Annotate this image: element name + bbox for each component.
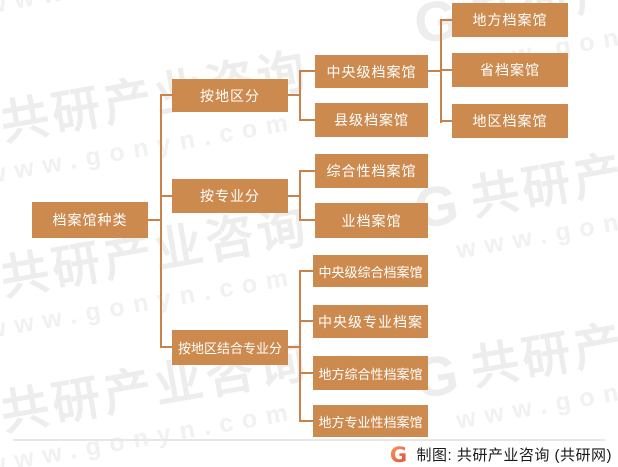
connector-line: [299, 170, 315, 172]
connector-line: [288, 94, 300, 96]
node-county-level-archives: 县级档案馆: [315, 103, 428, 137]
connector-line: [299, 320, 313, 322]
connector-line: [148, 219, 161, 221]
watermark-url-text: www.gonyn.com: [454, 352, 618, 435]
connector-line: [440, 69, 452, 71]
node-by-region: 按地区分: [172, 79, 288, 112]
connector-line: [299, 70, 301, 121]
connector-line: [299, 119, 315, 121]
connector-line: [299, 372, 313, 374]
connector-line: [160, 346, 172, 348]
connector-line: [299, 420, 313, 422]
node-central-professional-archives: 中央级专业档案: [313, 305, 428, 338]
watermark-url-text: www.gonyn.com: [0, 397, 299, 467]
connector-line: [288, 195, 300, 197]
connector-line: [160, 195, 172, 197]
watermark-url-text: www.gonyn.com: [454, 182, 618, 265]
gonyn-logo-icon: G: [389, 442, 408, 467]
connector-line: [299, 270, 313, 272]
node-archive-types-root: 档案馆种类: [32, 202, 148, 238]
node-central-comprehensive-archives: 中央级综合档案馆: [313, 255, 428, 287]
node-local-archives: 地方档案馆: [452, 3, 568, 37]
connector-line: [440, 19, 452, 21]
connector-line: [440, 120, 452, 122]
connector-line: [288, 346, 300, 348]
node-by-region-and-specialty: 按地区结合专业分: [172, 330, 288, 365]
connector-line: [299, 70, 315, 72]
connector-line: [428, 70, 442, 72]
node-professional-archives: 业档案馆: [315, 203, 428, 238]
node-by-specialty: 按专业分: [172, 179, 288, 213]
watermark-brand-text: 共研产业咨询: [466, 289, 618, 396]
connector-line: [299, 219, 315, 221]
connector-line: [299, 170, 301, 221]
connector-line: [299, 270, 301, 422]
footer-credit-text: 制图: 共研产业咨询 (共研网): [416, 447, 612, 464]
node-regional-archives: 地区档案馆: [452, 104, 568, 138]
node-local-professional-archives: 地方专业性档案馆: [313, 405, 428, 437]
node-central-level-archives: 中央级档案馆: [315, 55, 428, 88]
node-local-comprehensive-archives: 地方综合性档案馆: [313, 356, 428, 390]
footer: G 制图: 共研产业咨询 (共研网): [389, 444, 613, 465]
connector-line: [440, 19, 442, 123]
connector-line: [160, 94, 162, 348]
node-provincial-archives: 省档案馆: [452, 53, 568, 87]
footer-divider: [13, 439, 605, 441]
node-comprehensive-archives: 综合性档案馆: [315, 154, 428, 188]
connector-line: [160, 94, 172, 96]
watermark-url-text: www.gonyn.com: [0, 0, 320, 21]
